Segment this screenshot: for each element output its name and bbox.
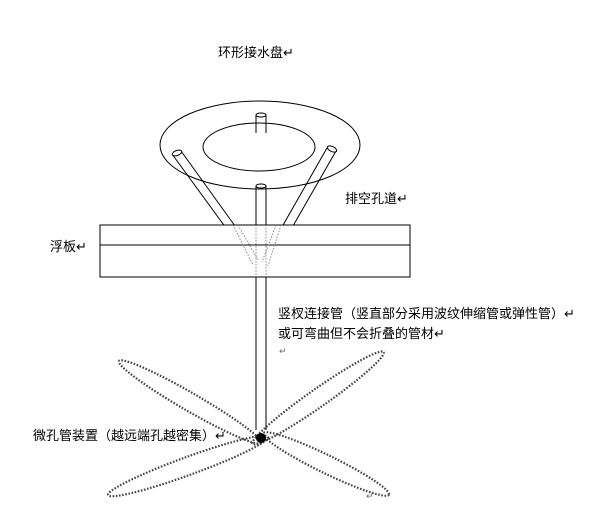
label-ring-tray: 环形接水盘↵ <box>218 45 294 61</box>
micropore-hub <box>256 433 266 443</box>
micropore-petal-lower-left <box>106 434 270 498</box>
tray-inner-ring <box>202 122 316 172</box>
label-float-board: 浮板↵ <box>50 240 87 255</box>
tray-outer-ring <box>159 100 361 190</box>
micropore-petal-lower-right <box>261 431 391 497</box>
top-pipe-stub <box>255 112 267 133</box>
vertical-connector-pipe <box>255 183 267 430</box>
micropore-petal-upper-right <box>251 350 385 446</box>
label-connector-line1: 竖杈连接管（竖直部分采用波纹伸缩管或弹性管）↵ <box>278 306 575 322</box>
paragraph-mark-2: ↵ <box>366 492 374 502</box>
ring-water-tray <box>159 100 361 190</box>
label-vent-pipe: 排空孔道↵ <box>345 192 408 207</box>
label-connector-line2: 或可弯曲但不会折叠的管材↵ <box>278 326 445 342</box>
micropore-device <box>106 350 391 498</box>
float-board <box>99 224 411 278</box>
pipes-through-board <box>232 224 282 277</box>
paragraph-mark-1: ↵ <box>279 347 287 357</box>
float-board-rect <box>99 224 411 278</box>
label-micropore-device: 微孔管装置（越远端孔越密集）↵ <box>33 428 226 444</box>
